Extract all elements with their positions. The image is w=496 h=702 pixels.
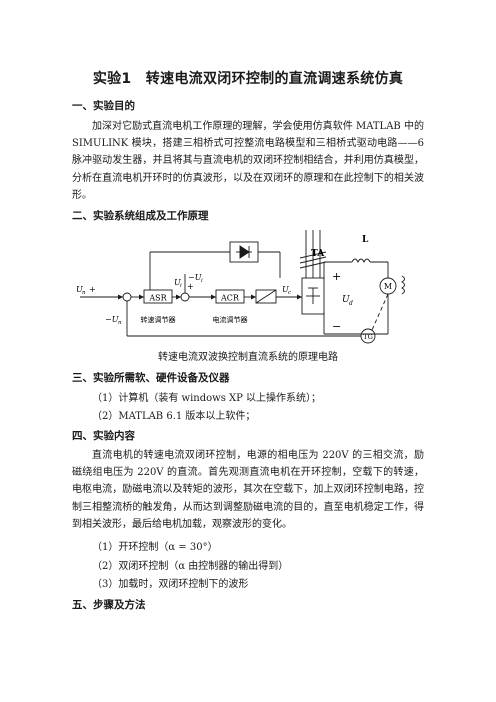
section-heading-content: 四、实验内容 [72, 430, 135, 442]
asr-block-label: ASR [148, 294, 167, 303]
asr-caption: 转速调节器 [141, 315, 176, 324]
tacho-label: TG [363, 333, 373, 341]
section-heading-steps: 五、步骤及方法 [72, 599, 146, 611]
ui-star-label: U [174, 278, 181, 287]
neg-ui-label: −U [188, 273, 202, 282]
purpose-paragraph: 加深对它励式直流电机工作原理的理解，学会使用仿真软件 MATLAB 中的 SIM… [72, 121, 424, 201]
output-minus: − [332, 320, 341, 333]
acr-block-label: ACR [220, 294, 240, 303]
un-star-plus: + [89, 285, 96, 294]
output-plus: + [332, 270, 341, 283]
content-paragraph: 直流电机的转速电流双闭环控制，电源的相电压为 220V 的三相交流，励磁绕组电压… [72, 450, 424, 530]
section-heading-equipment: 三、实验所需软、硬件设备及仪器 [72, 372, 230, 384]
section-heading-purpose: 一、实验目的 [72, 100, 135, 112]
content-item: （1）开环控制（α = 30°） [92, 542, 218, 553]
neg-un-subscript: n [118, 320, 122, 326]
ud-label: U [342, 295, 350, 305]
equipment-item: （2）MATLAB 6.1 版本以上软件； [92, 411, 256, 422]
ui-star-subscript: i [180, 283, 182, 289]
diagram-caption: 转速电流双波换控制直流系统的原理电路 [158, 352, 338, 363]
equipment-item: （1）计算机（装有 windows XP 以上操作系统）； [92, 393, 322, 404]
section-heading-system: 二、实验系统组成及工作原理 [72, 210, 209, 222]
page-title: 实验1 转速电流双闭环控制的直流调速系统仿真 [92, 71, 404, 87]
motor-label: M [384, 282, 392, 291]
ud-subscript: d [349, 300, 353, 307]
content-item: （2）双闭环控制（α 由控制器的输出得到） [92, 561, 289, 572]
ui-star-plus: + [187, 282, 194, 291]
control-system-diagram: ASR ACR 转速调节器 电流调节器 TA L + − U d M TG U … [76, 230, 405, 344]
diode-icon [236, 245, 252, 259]
uc-label: U [282, 285, 289, 294]
ta-label: TA [311, 249, 325, 259]
neg-ui-subscript: i [201, 278, 203, 284]
uc-subscript: c [288, 290, 291, 296]
un-star-subscript: n [82, 290, 86, 296]
acr-caption: 电流调节器 [213, 315, 248, 324]
content-item: （3）加载时，双闭环控制下的波形 [92, 579, 249, 590]
un-star-label: U [76, 285, 83, 294]
neg-un-label: −U [105, 315, 119, 324]
inductor-label: L [362, 235, 369, 245]
